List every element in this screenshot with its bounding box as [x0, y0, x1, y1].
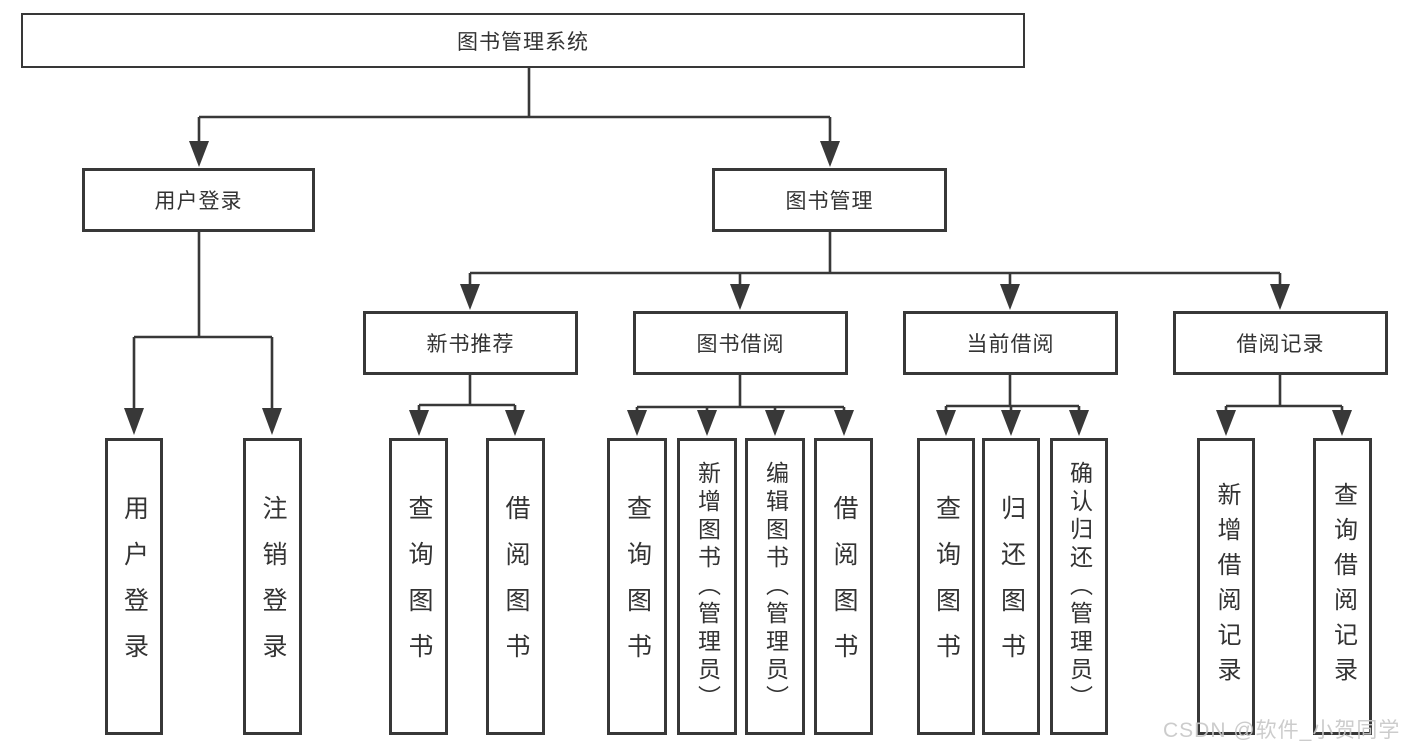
arrowhead-to-leaf-add-books	[697, 410, 717, 436]
connector-new-book-rec-children	[417, 375, 517, 412]
arrowhead-to-leaf-add-record	[1216, 410, 1236, 436]
connector-root-to-level2	[197, 68, 832, 144]
node-borrow-record: 借阅记录	[1173, 311, 1388, 375]
arrowhead-to-leaf-edit-books	[765, 410, 785, 436]
node-root-system: 图书管理系统	[21, 13, 1025, 68]
connector-borrow-record-children	[1224, 375, 1344, 412]
leaf-add-borrow-record-label: 新增借阅记录	[1213, 481, 1240, 692]
leaf-return-books-label: 归还图书	[997, 494, 1026, 679]
node-book-mgmt-label: 图书管理	[785, 190, 874, 213]
leaf-borrow-books-borrow: 借阅图书	[814, 438, 873, 735]
leaf-query-books-newrec-label: 查询图书	[405, 494, 433, 679]
node-current-borrow: 当前借阅	[903, 311, 1118, 375]
arrowhead-to-new-book-rec	[460, 284, 480, 310]
arrowhead-to-book-mgmt	[820, 141, 840, 167]
leaf-logout-login-label: 注销登录	[259, 494, 287, 679]
leaf-return-books: 归还图书	[982, 438, 1040, 735]
arrowhead-to-borrow-record	[1270, 284, 1290, 310]
arrowhead-to-leaf-confirm-return	[1069, 410, 1089, 436]
node-book-mgmt: 图书管理	[712, 168, 947, 232]
arrowhead-to-leaf-user-login	[124, 408, 144, 435]
arrowhead-to-leaf-return-books	[1001, 410, 1021, 436]
connector-book-mgmt-children	[468, 232, 1282, 286]
arrowhead-to-leaf-borrow-books-b	[834, 410, 854, 436]
node-user-login: 用户登录	[82, 168, 315, 232]
arrowhead-to-leaf-logout	[262, 408, 282, 435]
arrowhead-to-leaf-query-books-b	[627, 410, 647, 436]
arrowhead-to-book-borrow	[730, 284, 750, 310]
connector-book-borrow-children	[635, 375, 846, 412]
leaf-confirm-return-admin-label: 确认归还（管理员）	[1066, 460, 1093, 713]
node-user-login-label: 用户登录	[154, 190, 243, 213]
leaf-query-borrow-record: 查询借阅记录	[1313, 438, 1372, 735]
csdn-watermark: CSDN @软件_小贺同学	[1163, 719, 1401, 742]
leaf-borrow-books-borrow-label: 借阅图书	[830, 494, 858, 679]
node-new-book-rec-label: 新书推荐	[426, 333, 515, 356]
leaf-edit-books-admin: 编辑图书（管理员）	[745, 438, 805, 735]
leaf-query-books-current-label: 查询图书	[932, 494, 961, 679]
leaf-user-login: 用户登录	[105, 438, 163, 735]
connector-user-login-children	[132, 232, 274, 410]
leaf-query-borrow-record-label: 查询借阅记录	[1329, 481, 1357, 692]
leaf-edit-books-admin-label: 编辑图书（管理员）	[762, 460, 789, 713]
node-book-borrow-label: 图书借阅	[696, 333, 785, 356]
node-current-borrow-label: 当前借阅	[966, 333, 1055, 356]
leaf-add-borrow-record: 新增借阅记录	[1197, 438, 1255, 735]
node-borrow-record-label: 借阅记录	[1236, 333, 1325, 356]
leaf-query-books-current: 查询图书	[917, 438, 975, 735]
leaf-user-login-label: 用户登录	[120, 494, 149, 679]
arrowhead-to-leaf-borrow-books-a	[505, 410, 525, 436]
connector-current-borrow-children	[944, 375, 1081, 412]
arrowhead-to-leaf-query-books-a	[409, 410, 429, 436]
leaf-logout-login: 注销登录	[243, 438, 302, 735]
node-new-book-rec: 新书推荐	[363, 311, 578, 375]
leaf-confirm-return-admin: 确认归还（管理员）	[1050, 438, 1108, 735]
leaf-query-books-newrec: 查询图书	[389, 438, 448, 735]
arrowhead-to-current-borrow	[1000, 284, 1020, 310]
arrowhead-to-leaf-query-record	[1332, 410, 1352, 436]
leaf-borrow-books-newrec-label: 借阅图书	[502, 494, 530, 679]
arrowhead-to-user-login	[189, 141, 209, 167]
leaf-query-books-borrow: 查询图书	[607, 438, 667, 735]
leaf-query-books-borrow-label: 查询图书	[623, 494, 652, 679]
leaf-add-books-admin-label: 新增图书（管理员）	[694, 460, 721, 713]
leaf-add-books-admin: 新增图书（管理员）	[677, 438, 737, 735]
node-root-label: 图书管理系统	[457, 30, 589, 54]
arrowhead-to-leaf-query-books-c	[936, 410, 956, 436]
leaf-borrow-books-newrec: 借阅图书	[486, 438, 545, 735]
node-book-borrow: 图书借阅	[633, 311, 848, 375]
